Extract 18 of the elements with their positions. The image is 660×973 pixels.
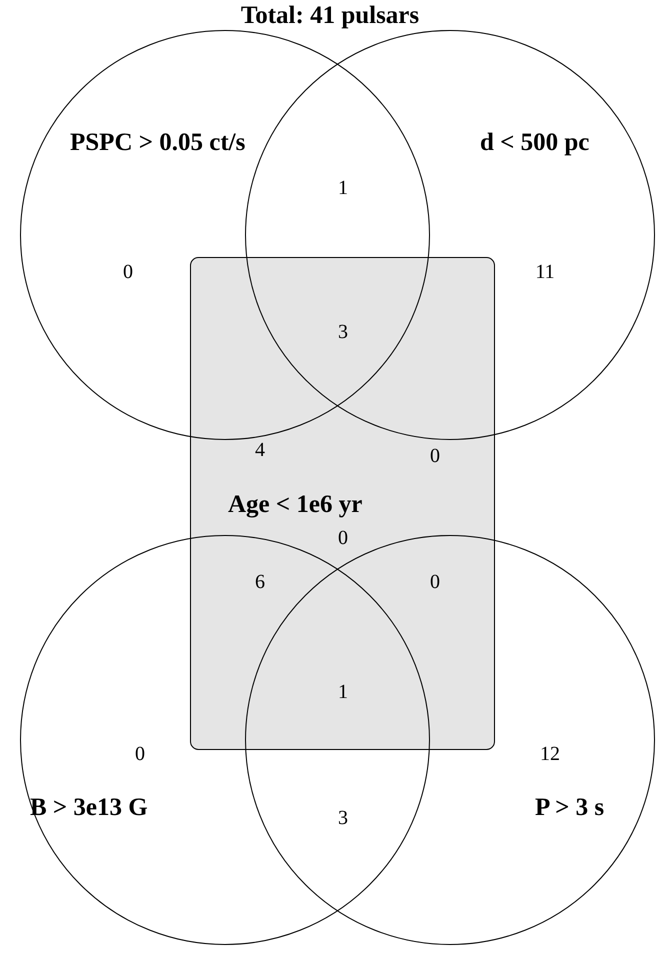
set-label: d < 500 pc [480, 130, 590, 155]
set-label: Age < 1e6 yr [228, 492, 362, 517]
count-label: 6 [255, 572, 265, 592]
set-label: PSPC > 0.05 ct/s [70, 130, 246, 155]
count-label: 0 [135, 744, 145, 764]
count-label: 3 [338, 808, 348, 828]
count-label: 4 [255, 440, 265, 460]
diagram-title: Total: 41 pulsars [240, 2, 420, 30]
set-label: P > 3 s [535, 795, 604, 820]
count-label: 3 [338, 322, 348, 342]
count-label: 11 [535, 262, 555, 282]
count-label: 1 [338, 178, 348, 198]
count-label: 1 [338, 682, 348, 702]
count-label: 0 [430, 446, 440, 466]
count-label: 0 [123, 262, 133, 282]
count-label: 12 [540, 744, 560, 764]
count-label: 0 [430, 572, 440, 592]
count-label: 0 [338, 528, 348, 548]
